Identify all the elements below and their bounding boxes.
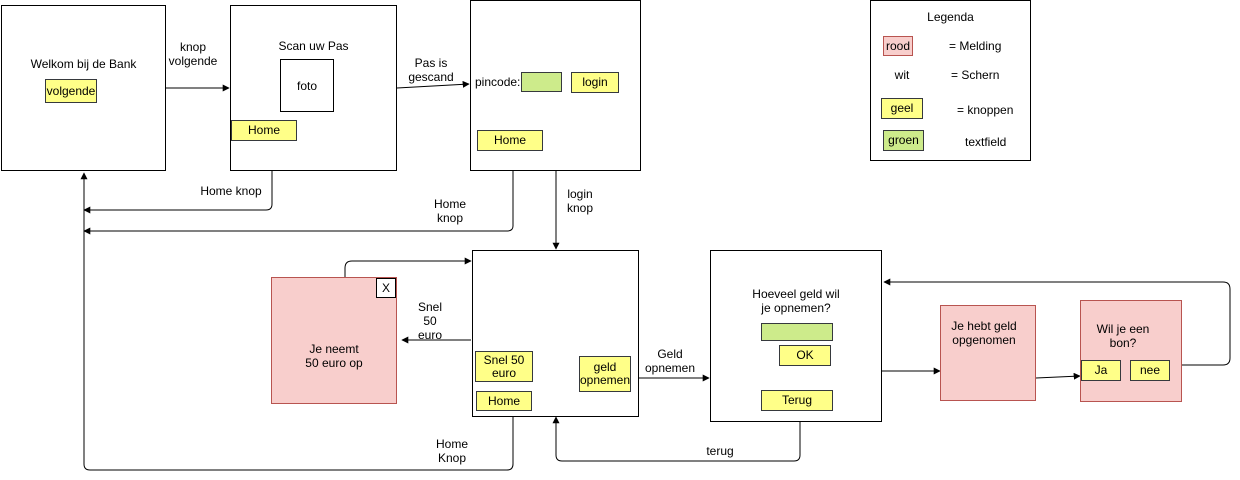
amount-input[interactable] bbox=[761, 323, 833, 341]
edge-label-scanned: Pas is gescand bbox=[408, 56, 454, 84]
edge-label-back: terug bbox=[706, 444, 734, 458]
edge-label-quick: Snel 50 euro bbox=[417, 300, 443, 342]
scan-screen: Scan uw Pas foto Home bbox=[230, 5, 397, 171]
edge-done-to-receipt bbox=[1035, 372, 1081, 380]
menu-home-button[interactable]: Home bbox=[476, 391, 532, 411]
quick-50-button[interactable]: Snel 50 euro bbox=[475, 351, 533, 382]
edge-amount-back bbox=[552, 416, 801, 462]
no-button[interactable]: nee bbox=[1130, 360, 1170, 381]
next-button[interactable]: volgende bbox=[45, 79, 97, 103]
legend: Legenda rood = Melding wit = Schern geel… bbox=[870, 0, 1031, 161]
welcome-screen: Welkom bij de Bank volgende bbox=[1, 5, 166, 171]
edge-menu-home bbox=[80, 172, 514, 471]
ok-button[interactable]: OK bbox=[779, 345, 831, 366]
legend-swatch-green: groen bbox=[883, 130, 924, 151]
withdrawal-done-message: Je hebt geld opgenomen bbox=[940, 305, 1036, 401]
back-button[interactable]: Terug bbox=[761, 390, 833, 411]
pin-input[interactable] bbox=[521, 72, 562, 92]
edge-label-scan-home: Home knop bbox=[200, 184, 262, 198]
menu-screen: Snel 50 euro geld opnemen Home bbox=[472, 250, 639, 417]
scan-title: Scan uw Pas bbox=[278, 39, 349, 53]
close-button[interactable]: X bbox=[376, 278, 396, 298]
edge-scan-to-pin bbox=[396, 80, 470, 89]
edge-receipt-loop bbox=[883, 278, 1231, 366]
receipt-question: Wil je een bon? bbox=[1096, 322, 1150, 350]
quick-message-text: Je neemt 50 euro op bbox=[305, 342, 363, 370]
edge-pin-home bbox=[83, 171, 514, 235]
edge-label-withdraw: Geld opnemen bbox=[644, 347, 696, 375]
legend-swatch-white: wit bbox=[894, 67, 910, 82]
withdraw-button[interactable]: geld opnemen bbox=[579, 356, 631, 392]
photo-label: foto bbox=[296, 78, 317, 93]
welcome-title: Welkom bij de Bank bbox=[30, 57, 137, 71]
pin-label: pincode: bbox=[475, 75, 521, 89]
login-button[interactable]: login bbox=[571, 72, 619, 93]
receipt-message: Wil je een bon? Ja nee bbox=[1080, 300, 1182, 402]
pin-screen: pincode: login Home bbox=[470, 0, 641, 171]
legend-meaning-red: = Melding bbox=[949, 39, 1002, 53]
edge-quick-to-menu bbox=[344, 257, 472, 278]
done-message-text: Je hebt geld opgenomen bbox=[951, 319, 1017, 347]
quick-withdraw-message: X Je neemt 50 euro op bbox=[271, 277, 397, 404]
scan-home-button[interactable]: Home bbox=[231, 120, 297, 141]
pin-home-button[interactable]: Home bbox=[477, 130, 543, 151]
photo-placeholder: foto bbox=[280, 59, 334, 112]
edge-label-menu-home: Home Knop bbox=[435, 437, 468, 465]
legend-swatch-red: rood bbox=[883, 36, 913, 56]
edge-label-login: login knop bbox=[566, 187, 594, 215]
legend-meaning-green: textfield bbox=[965, 135, 1007, 149]
legend-title: Legenda bbox=[927, 10, 974, 24]
edge-label-next: knop volgende bbox=[168, 40, 218, 68]
legend-meaning-yellow: = knoppen bbox=[957, 103, 1014, 117]
legend-swatch-yellow: geel bbox=[881, 98, 923, 119]
edge-scan-home bbox=[83, 171, 273, 214]
legend-meaning-white: = Schern bbox=[951, 68, 1000, 82]
yes-button[interactable]: Ja bbox=[1081, 360, 1121, 381]
amount-screen: Hoeveel geld wil je opnemen? OK Terug bbox=[710, 250, 882, 422]
edge-label-pin-home: Home knop bbox=[433, 197, 466, 225]
amount-question: Hoeveel geld wil je opnemen? bbox=[752, 287, 840, 315]
